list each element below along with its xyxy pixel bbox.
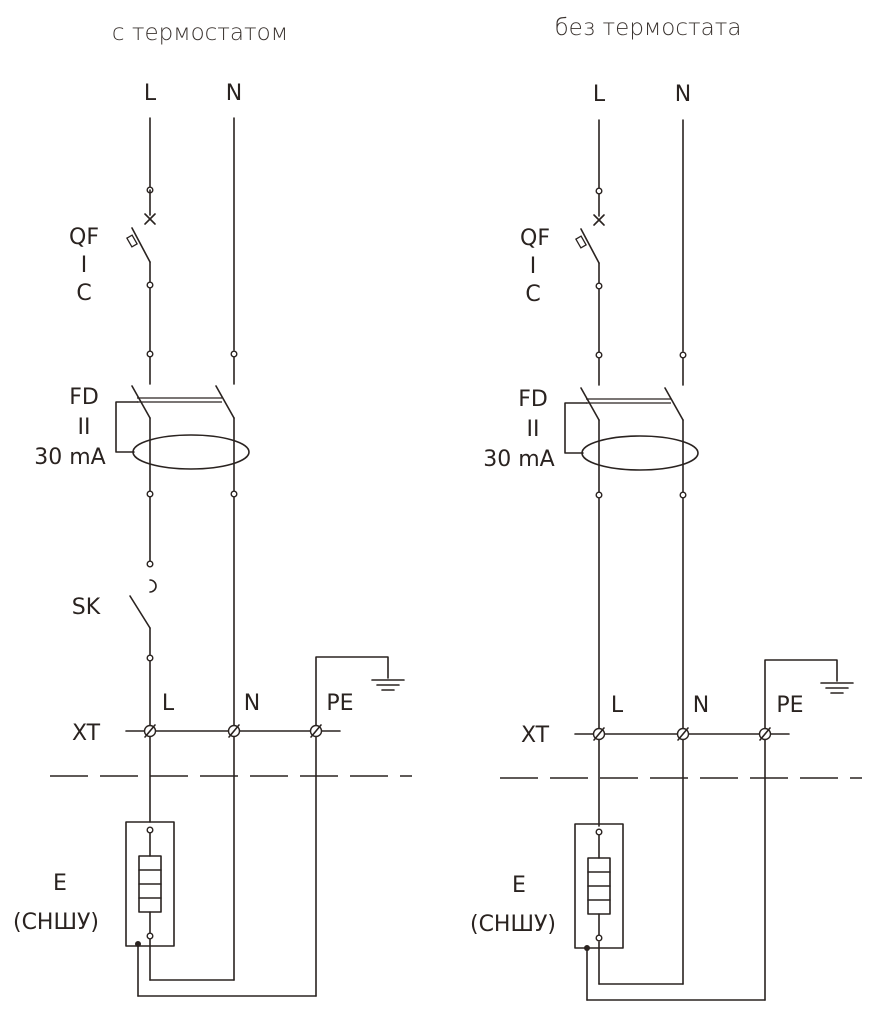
protective-earth (584, 659, 854, 1001)
breaker-label-sep: I (81, 253, 88, 278)
terminal-label-xt: XT (521, 723, 550, 748)
thermostat-label-sk: SK (72, 595, 101, 620)
terminal-label-pe: PE (776, 693, 803, 718)
rcd-label-fd: FD (69, 385, 99, 410)
rcd-label-current: 30 mA (483, 447, 554, 472)
rcd-label-ii: II (78, 415, 91, 440)
heater-label-e: E (512, 873, 526, 898)
rcd-label-current: 30 mA (34, 445, 105, 470)
rcd-label-ii: II (527, 417, 540, 442)
terminal-label-n: N (244, 691, 260, 716)
breaker-label-qf: QF (69, 225, 99, 250)
breaker-label-sep: I (530, 254, 537, 279)
breaker-label-c: C (525, 282, 540, 307)
phase-label-l: L (144, 81, 157, 106)
neutral-label-n: N (675, 82, 691, 107)
terminal-block-xt (125, 724, 341, 738)
terminal-label-n: N (693, 693, 709, 718)
neutral-label-n: N (226, 81, 242, 106)
diagram-without-thermostat: без термостата L N (470, 15, 862, 1001)
diagram-title: без термостата (555, 15, 742, 41)
diagram-title: с термостатом (112, 20, 288, 46)
terminal-label-l: L (611, 693, 624, 718)
heater-label-model: (СНШУ) (470, 912, 556, 937)
heater-label-e: E (53, 871, 67, 896)
protective-earth (135, 656, 405, 997)
terminal-label-l: L (162, 691, 175, 716)
phase-label-l: L (593, 82, 606, 107)
phase-wire-l (126, 117, 157, 823)
terminal-label-xt: XT (72, 721, 101, 746)
neutral-wire-n (149, 117, 238, 981)
breaker-label-qf: QF (520, 226, 550, 251)
neutral-wire-n (598, 119, 687, 985)
heater-e (125, 821, 175, 947)
phase-wire-l (575, 119, 605, 827)
terminal-block-xt (574, 727, 790, 741)
rcd-fd (115, 397, 250, 470)
rcd-label-fd: FD (518, 387, 548, 412)
diagram-with-thermostat: с термостатом L N (13, 20, 412, 997)
rcd-fd (564, 398, 699, 471)
heater-label-model: (СНШУ) (13, 910, 99, 935)
breaker-label-c: C (76, 281, 91, 306)
terminal-label-pe: PE (326, 691, 353, 716)
heater-e (574, 823, 624, 949)
